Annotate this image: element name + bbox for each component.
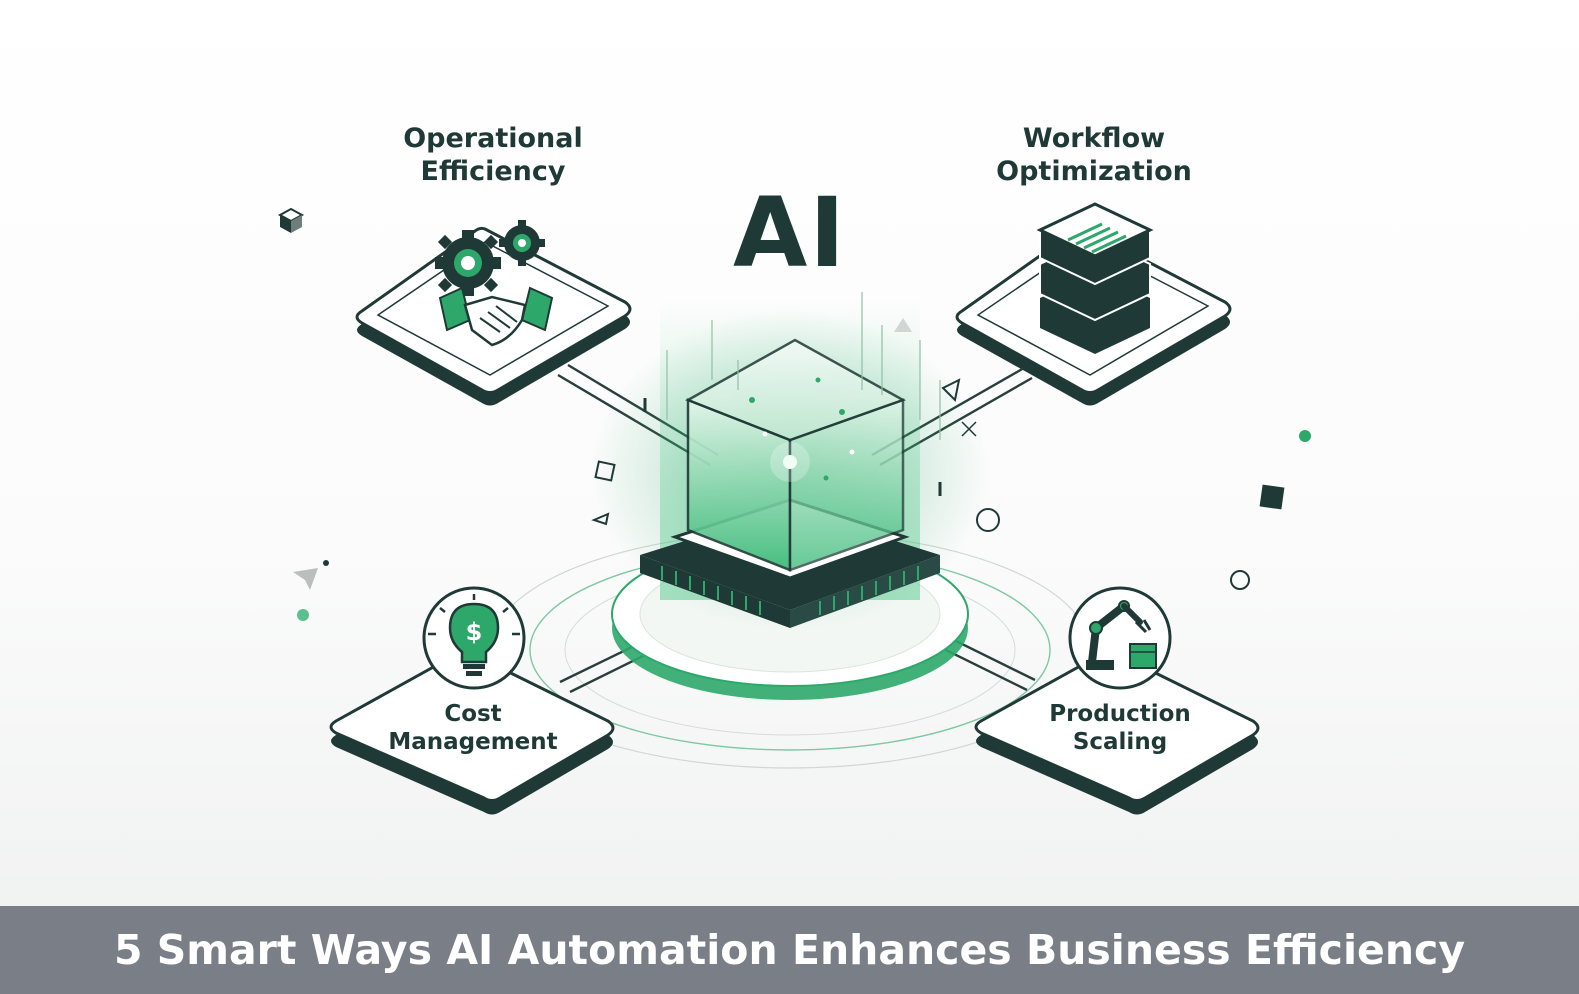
node-production-scaling [974, 650, 1260, 815]
label-line: Optimization [996, 156, 1192, 187]
gears-handshake-icon [435, 220, 554, 347]
lightbulb-dollar-icon: $ [422, 586, 526, 690]
banner-title: 5 Smart Ways AI Automation Enhances Busi… [113, 926, 1466, 974]
label-line: Scaling [1072, 729, 1168, 755]
decorative-shapes [277, 207, 1311, 621]
ai-center-label: AI [732, 177, 847, 289]
label-workflow-optimization: Workflow Optimization [984, 122, 1204, 188]
label-line: Management [388, 729, 558, 755]
data-streams [666, 292, 941, 440]
label-operational-efficiency: Operational Efficiency [393, 122, 593, 188]
server-stack-icon [1036, 202, 1154, 354]
label-line: Workflow [1022, 123, 1166, 154]
label-cost-management: Cost Management [373, 700, 573, 756]
robot-arm-icon [1068, 586, 1172, 690]
node-cost-management [329, 650, 615, 815]
label-line: Efficiency [420, 156, 566, 187]
title-banner: 5 Smart Ways AI Automation Enhances Busi… [0, 906, 1579, 994]
label-line: Cost [444, 701, 502, 727]
svg-text:$: $ [466, 618, 483, 646]
label-line: Production [1049, 701, 1191, 727]
label-line: Operational [403, 123, 583, 154]
label-production-scaling: Production Scaling [1020, 700, 1220, 756]
ai-cube [685, 338, 907, 572]
